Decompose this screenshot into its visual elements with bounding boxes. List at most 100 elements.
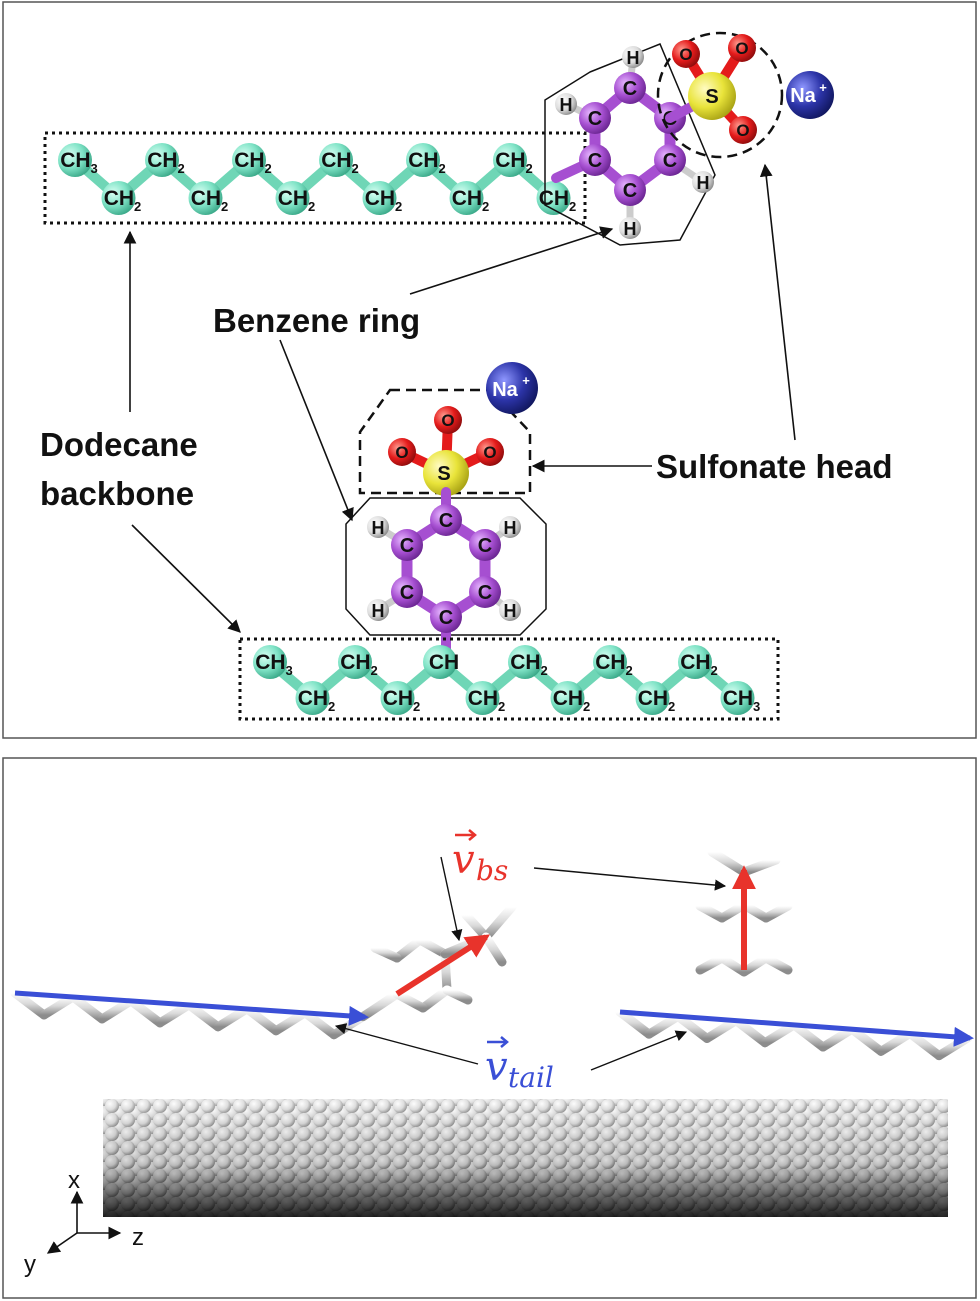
sulfur-atom (423, 450, 469, 496)
axis-x-label: x (68, 1167, 80, 1194)
backbone-label-subscript: 2 (569, 199, 576, 214)
hydrogen-label: H (697, 173, 710, 193)
stick-bond (415, 935, 450, 959)
backbone-label-subscript: 2 (583, 699, 590, 714)
backbone-carbon (508, 645, 542, 679)
vector-bs-left (395, 934, 491, 997)
hydrogen-atom (367, 516, 389, 538)
upper-sodium-label: Na (790, 85, 816, 107)
top-panel-frame (2, 1, 977, 739)
oxygen-label: O (483, 443, 496, 462)
backbone-carbon (338, 645, 372, 679)
oxygen-atom (476, 438, 504, 466)
backbone-carbon (678, 645, 712, 679)
benzene-carbon (614, 72, 646, 104)
stick-bond (39, 992, 78, 1020)
stick-bond (731, 1016, 770, 1048)
stick-bond (442, 985, 473, 1005)
hydrogen-label: H (504, 601, 517, 621)
hydrogen-label: H (560, 95, 573, 115)
backbone-carbon (58, 143, 92, 177)
hydrogen-label: H (627, 48, 640, 68)
hydrogen-atom (555, 93, 577, 115)
stick-bond (702, 1016, 741, 1043)
stick-bond (184, 1000, 223, 1032)
backbone-carbon (635, 681, 670, 715)
carbon-label: C (400, 535, 414, 557)
axis-z-label: z (132, 1224, 144, 1251)
stick-bond (418, 985, 452, 1013)
upper-sulfonate-box (656, 31, 784, 159)
backbone-carbon (145, 143, 179, 177)
backbone-carbon (423, 645, 457, 679)
backbone-carbon (319, 143, 353, 177)
benzene-carbon (430, 601, 462, 633)
lower-sodium-charge: + (522, 373, 530, 388)
label-sulfonate-head: Sulfonate head (656, 448, 893, 485)
carbon-label: C (588, 150, 602, 172)
oxygen-label: O (679, 45, 692, 64)
oxygen-atom (728, 34, 756, 62)
carbon-label: C (439, 607, 453, 629)
stick-bond (213, 1004, 252, 1032)
stick-bond (242, 1004, 281, 1036)
stick-bond (876, 1028, 915, 1056)
backbone-label-subscript: 2 (541, 663, 548, 678)
vector-tail-left (14, 990, 369, 1026)
stick-bond (695, 953, 727, 975)
backbone-label-subscript: 2 (371, 663, 378, 678)
hydrogen-atom (367, 599, 389, 621)
backbone-carbon (550, 681, 585, 715)
backbone-carbon (188, 181, 223, 215)
stick-bond (644, 1011, 683, 1039)
annotation-arrows-top (123, 163, 796, 633)
backbone-label-subscript: 3 (753, 699, 760, 714)
carbon-label: C (623, 78, 637, 100)
backbone-carbon (493, 143, 527, 177)
sulfur-label: S (705, 86, 718, 108)
label-vtail: v tail (485, 1036, 554, 1094)
label-vbs-main: v (452, 837, 475, 883)
stick-bond (905, 1028, 944, 1061)
oxygen-label: O (736, 121, 749, 140)
stick-bond (615, 1007, 654, 1039)
backbone-label-subscript: 3 (91, 161, 98, 176)
backbone-label-subscript: 2 (439, 161, 446, 176)
stick-bond (789, 1020, 828, 1052)
hydrogen-label: H (504, 518, 517, 538)
lower-sodium-ion: Na + (486, 362, 538, 414)
upper-sodium-ion: Na + (786, 71, 834, 119)
oxygen-atom (388, 438, 416, 466)
upper-benzene-box (544, 43, 716, 246)
backbone-carbon (362, 181, 397, 215)
backbone-carbon (380, 681, 415, 715)
backbone-label: CH (429, 651, 459, 674)
label-vtail-sub: tail (508, 1061, 554, 1094)
hydrogen-atom (619, 217, 641, 239)
label-benzene-ring: Benzene ring (213, 302, 420, 339)
backbone-label-subscript: 2 (308, 199, 315, 214)
label-vtail-main: v (485, 1044, 508, 1090)
lower-backbone-box (238, 637, 780, 721)
benzene-carbon (579, 102, 611, 134)
lower-sodium-label: Na (492, 379, 518, 401)
stick-bond (760, 1020, 799, 1048)
stick-bond (126, 996, 165, 1028)
oxygen-atom (434, 406, 462, 434)
label-vbs: v bs (452, 829, 508, 887)
backbone-carbon (101, 181, 136, 215)
oxygen-atom (729, 116, 757, 144)
hydrogen-label: H (624, 219, 637, 239)
carbon-label: C (588, 108, 602, 130)
stick-bond (271, 1008, 310, 1036)
hydrogen-atom (499, 516, 521, 538)
carbon-label: C (478, 582, 492, 604)
label-dodecane-line1: Dodecane (40, 426, 198, 463)
backbone-carbon (465, 681, 500, 715)
